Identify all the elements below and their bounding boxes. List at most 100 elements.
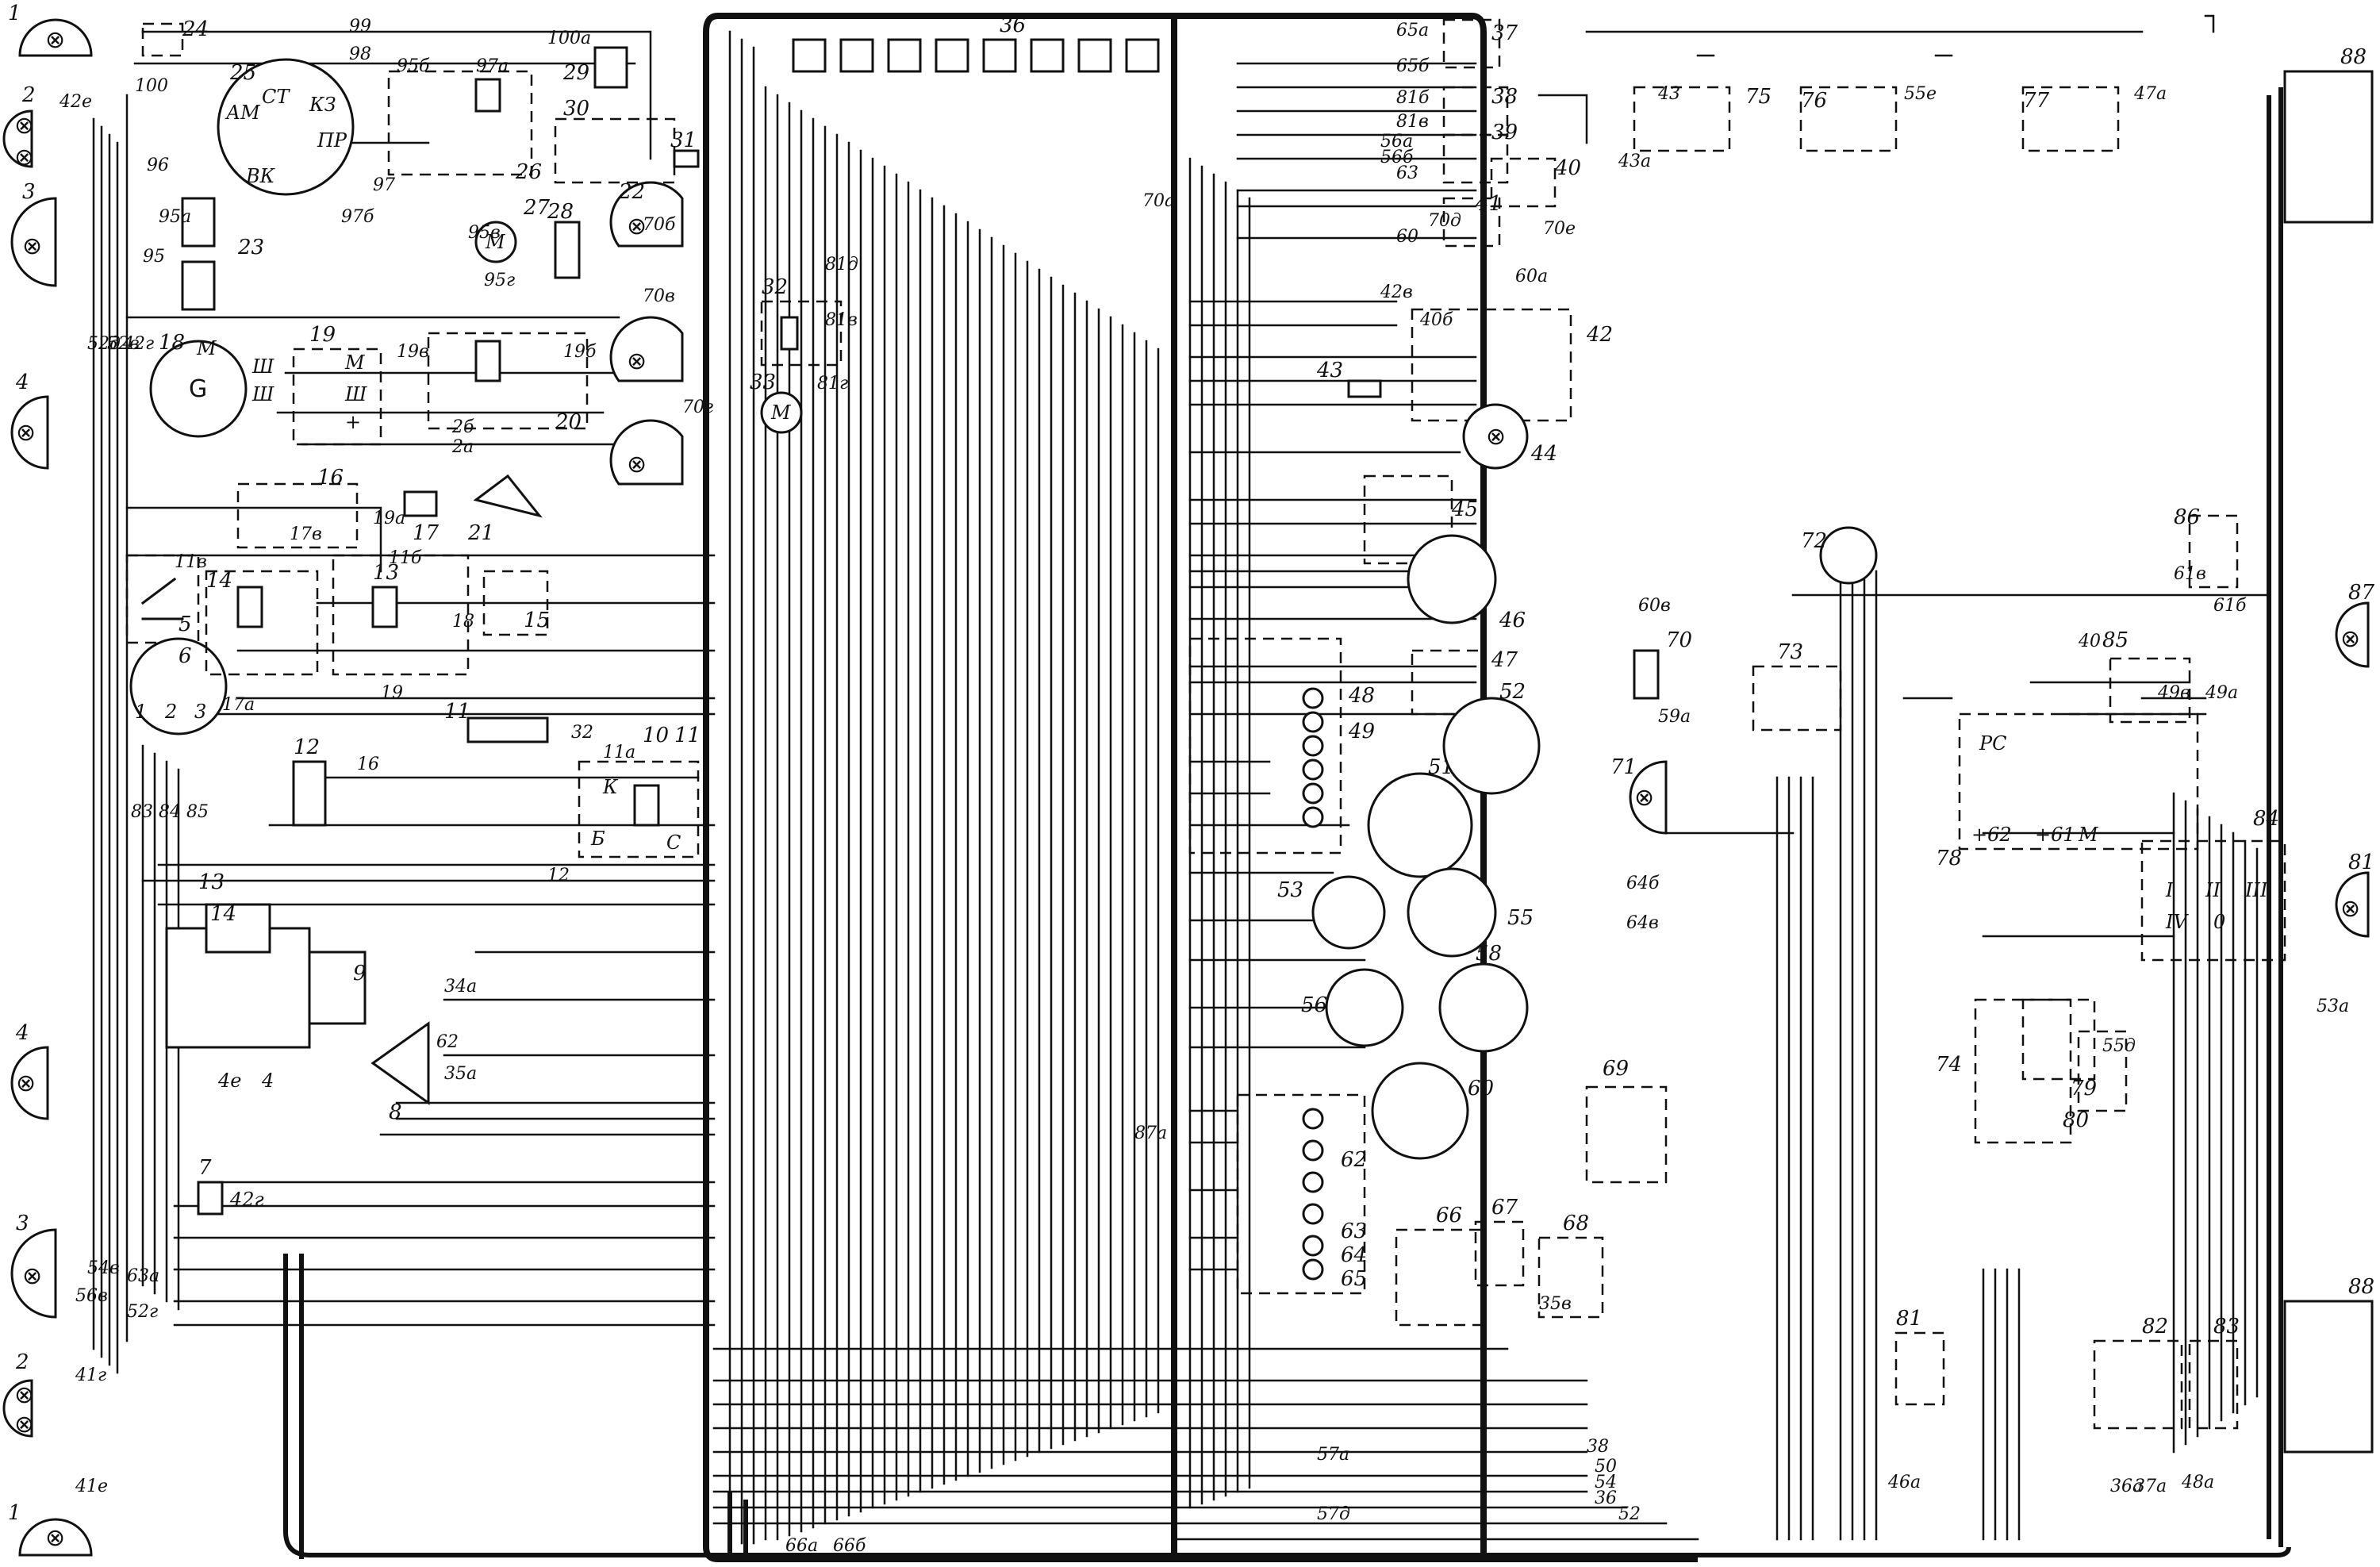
svg-text:78: 78 [1936,847,1962,870]
svg-text:⊗: ⊗ [45,1524,65,1552]
svg-text:15: 15 [524,609,550,632]
component-14-relay: 14 [205,569,319,676]
svg-text:64б: 64б [1626,874,1660,893]
svg-text:71: 71 [1610,755,1637,779]
svg-text:II: II [2205,879,2221,901]
svg-text:70а: 70а [1142,191,1175,211]
svg-text:85: 85 [2102,628,2129,652]
component-85: 85 [2102,628,2191,724]
svg-text:31: 31 [670,129,697,152]
svg-text:99: 99 [349,17,371,36]
svg-text:К: К [602,776,619,798]
component-79: 79 [2021,998,2097,1100]
vertical-wire-bundle-left [92,94,180,1374]
component-31: 31 [670,129,700,168]
svg-text:37а: 37а [2134,1477,2167,1496]
svg-text:М: М [196,337,217,359]
svg-text:81г: 81г [817,374,848,394]
svg-text:2: 2 [21,83,36,107]
component-52-gauge: 52 [1442,680,1541,795]
svg-text:19в: 19в [397,342,429,362]
svg-text:23: 23 [237,236,264,259]
svg-text:86: 86 [2174,505,2200,529]
svg-text:М: М [2078,824,2099,846]
lamp-70g: ⊗ [609,419,684,486]
svg-text:95г: 95г [484,271,515,290]
component-66: 66 [1395,1204,1485,1327]
svg-text:М: М [770,401,792,424]
component-53-gauge: 53 [1277,875,1386,950]
svg-text:⊗: ⊗ [14,112,34,140]
svg-text:87а: 87а [1134,1123,1167,1143]
component-9-starter: 9 13 14 4е 4 [165,870,367,1092]
svg-text:52: 52 [1618,1504,1641,1524]
svg-text:ВК: ВК [245,165,276,187]
svg-text:6: 6 [178,644,192,668]
component-75: 75 [1633,85,1772,152]
svg-text:КЗ: КЗ [309,94,336,116]
component-84-switch: I II III IV 0 84 [2140,807,2286,962]
svg-text:18: 18 [159,331,185,355]
svg-text:5: 5 [178,613,192,636]
svg-text:36а: 36а [2110,1477,2143,1496]
svg-text:13: 13 [198,870,225,894]
svg-text:20: 20 [555,410,582,434]
svg-text:⊗: ⊗ [627,213,647,240]
svg-text:56а: 56а [1380,132,1413,152]
svg-text:42: 42 [1586,323,1613,347]
svg-text:58: 58 [1476,942,1502,966]
svg-text:17: 17 [413,521,440,545]
svg-text:53а: 53а [2317,997,2349,1016]
fuse-block-36: 36 [792,13,1160,73]
svg-text:68: 68 [1563,1212,1589,1235]
svg-text:С: С [666,832,681,854]
svg-text:85: 85 [186,802,209,822]
svg-text:62: 62 [436,1032,459,1052]
wire-labels: 42е 52д 52в 42г 99 98 100 100а 95б 97а 9… [59,17,2349,1556]
svg-text:100: 100 [135,76,168,96]
component-87: ⊗ 87 [2335,581,2375,668]
component-37: 37 [1442,18,1518,69]
svg-text:63а: 63а [127,1266,159,1286]
svg-text:40б: 40б [1419,310,1453,330]
svg-text:66б: 66б [833,1536,866,1556]
svg-text:65: 65 [1341,1267,1367,1291]
component-10-relay: Б К С 10 11 [578,724,701,858]
svg-text:52г: 52г [127,1302,158,1322]
svg-text:М: М [485,231,506,253]
component-3-bottom: ⊗ 3 [10,1212,57,1319]
svg-text:95: 95 [143,247,165,267]
svg-text:42е: 42е [59,92,92,112]
svg-text:52: 52 [1499,680,1526,704]
svg-text:⊗: ⊗ [1486,423,1506,451]
svg-text:19: 19 [309,323,336,347]
component-47: 47 [1411,648,1518,716]
svg-text:88: 88 [2340,45,2367,69]
svg-text:70е: 70е [1543,219,1576,239]
component-81: 81 [1894,1307,1945,1406]
svg-text:37: 37 [1491,21,1518,45]
svg-text:81в: 81в [1396,112,1429,132]
svg-text:24: 24 [182,17,209,41]
svg-text:1: 1 [135,701,147,723]
component-7: 7 42г [197,1156,264,1216]
svg-text:⊗: ⊗ [22,232,42,260]
svg-text:G: G [189,375,207,403]
svg-text:70б: 70б [643,215,676,235]
svg-text:75: 75 [1745,85,1772,109]
svg-text:3: 3 [194,701,206,723]
svg-text:29: 29 [562,61,589,85]
component-8-horn: 8 [370,1021,430,1124]
svg-text:69: 69 [1603,1057,1629,1081]
svg-text:83: 83 [131,802,153,822]
svg-text:11в: 11в [175,552,207,572]
svg-text:49в: 49в [2157,683,2190,703]
svg-text:52в: 52в [107,334,140,354]
svg-text:60: 60 [1468,1077,1494,1100]
component-27-motor: М 27 [474,196,551,263]
svg-text:79: 79 [2071,1077,2097,1100]
component-23: 23 [181,197,264,311]
svg-text:88: 88 [2348,1275,2374,1299]
component-5-switch: 5 [125,554,200,644]
svg-text:3: 3 [22,180,36,204]
